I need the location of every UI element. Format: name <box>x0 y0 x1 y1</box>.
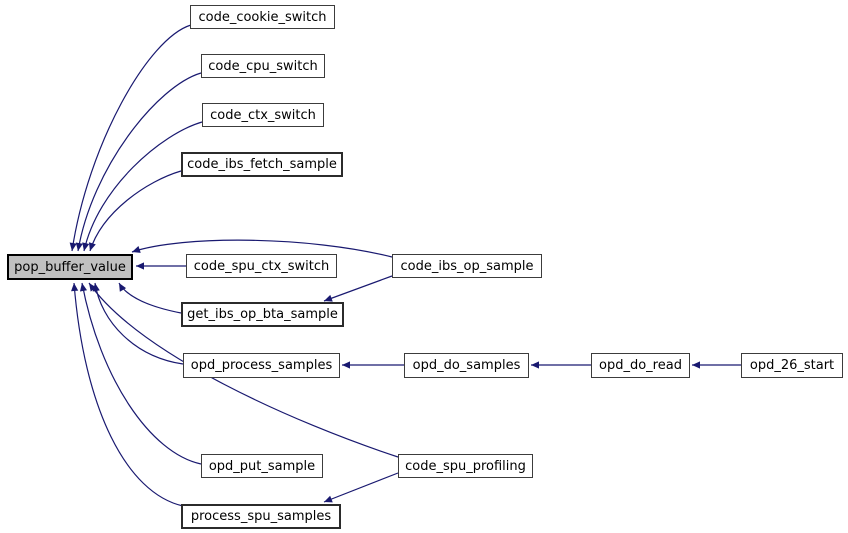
node-code_spu_profiling[interactable]: code_spu_profiling <box>398 454 533 478</box>
node-code_spu_ctx_switch[interactable]: code_spu_ctx_switch <box>186 254 337 278</box>
node-get_ibs_op_bta_sample[interactable]: get_ibs_op_bta_sample <box>181 302 344 327</box>
edge-opd_put_sample-to-pop_buffer_value <box>79 282 202 465</box>
edge-code_cookie_switch-to-pop_buffer_value <box>69 24 192 252</box>
edge-process_spu_samples-to-pop_buffer_value <box>71 282 184 507</box>
edge-code_ibs_fetch_sample-to-pop_buffer_value <box>88 170 182 252</box>
node-opd_do_read[interactable]: opd_do_read <box>591 353 690 378</box>
node-code_cookie_switch[interactable]: code_cookie_switch <box>190 5 335 29</box>
node-opd_do_samples[interactable]: opd_do_samples <box>404 353 529 378</box>
edge-code_spu_profiling-to-process_spu_samples <box>323 472 399 503</box>
edge-code_ibs_op_sample-to-pop_buffer_value <box>131 239 393 258</box>
edge-code_ctx_switch-to-pop_buffer_value <box>82 121 203 252</box>
node-opd_process_samples[interactable]: opd_process_samples <box>183 353 340 378</box>
edge-get_ibs_op_bta_sample-to-pop_buffer_value <box>118 282 182 314</box>
node-pop_buffer_value[interactable]: pop_buffer_value <box>7 254 133 280</box>
node-opd_put_sample[interactable]: opd_put_sample <box>201 454 323 478</box>
node-code_cpu_switch[interactable]: code_cpu_switch <box>201 54 325 78</box>
node-opd_26_start[interactable]: opd_26_start <box>741 353 843 378</box>
node-code_ctx_switch[interactable]: code_ctx_switch <box>202 103 324 127</box>
edge-opd_process_samples-to-pop_buffer_value <box>92 282 184 365</box>
node-code_ibs_op_sample[interactable]: code_ibs_op_sample <box>392 254 542 278</box>
edge-code_spu_profiling-to-pop_buffer_value <box>88 282 399 458</box>
edge-code_ibs_op_sample-to-get_ibs_op_bta_sample <box>323 275 393 302</box>
node-process_spu_samples[interactable]: process_spu_samples <box>181 504 341 529</box>
edge-code_cpu_switch-to-pop_buffer_value <box>75 72 202 252</box>
node-code_ibs_fetch_sample[interactable]: code_ibs_fetch_sample <box>181 152 343 177</box>
